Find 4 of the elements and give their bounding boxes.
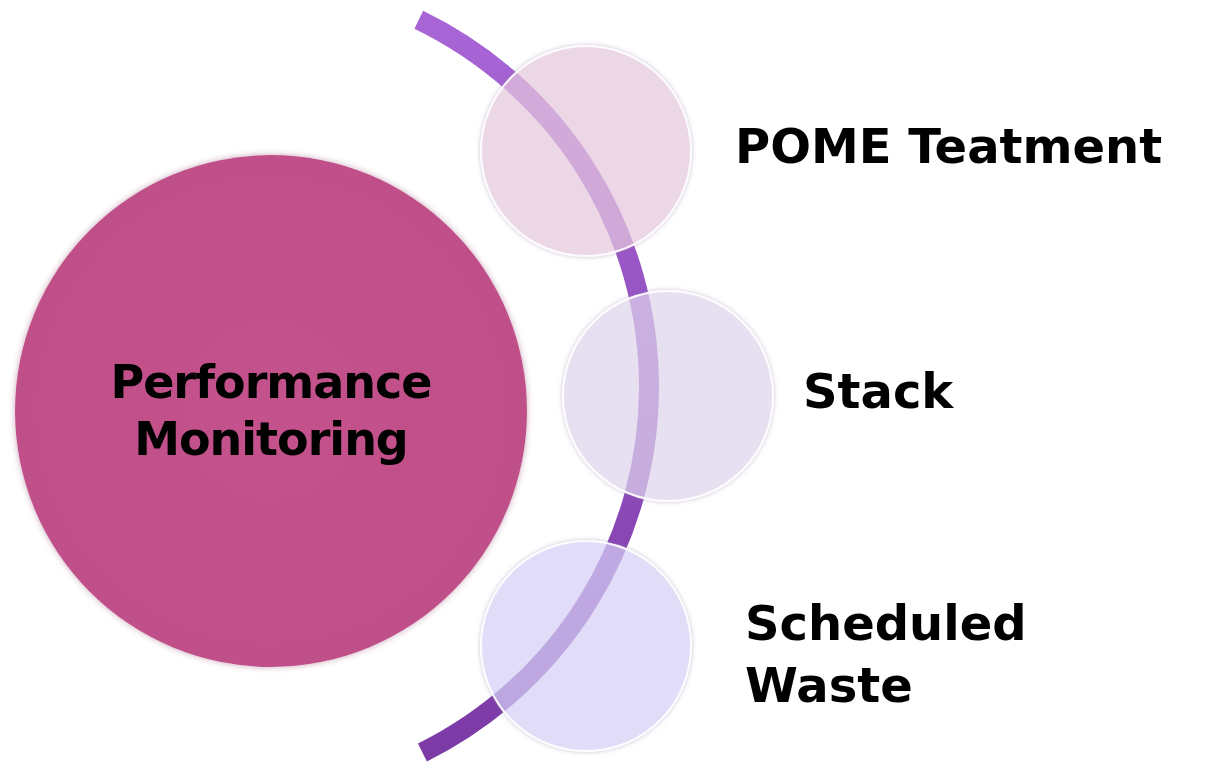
item-label: POME Teatment xyxy=(735,117,1163,176)
circle-label: Performance Monitoring xyxy=(109,353,433,468)
item-label: Stack xyxy=(803,362,954,421)
item-label: Scheduled Waste xyxy=(745,594,1028,716)
